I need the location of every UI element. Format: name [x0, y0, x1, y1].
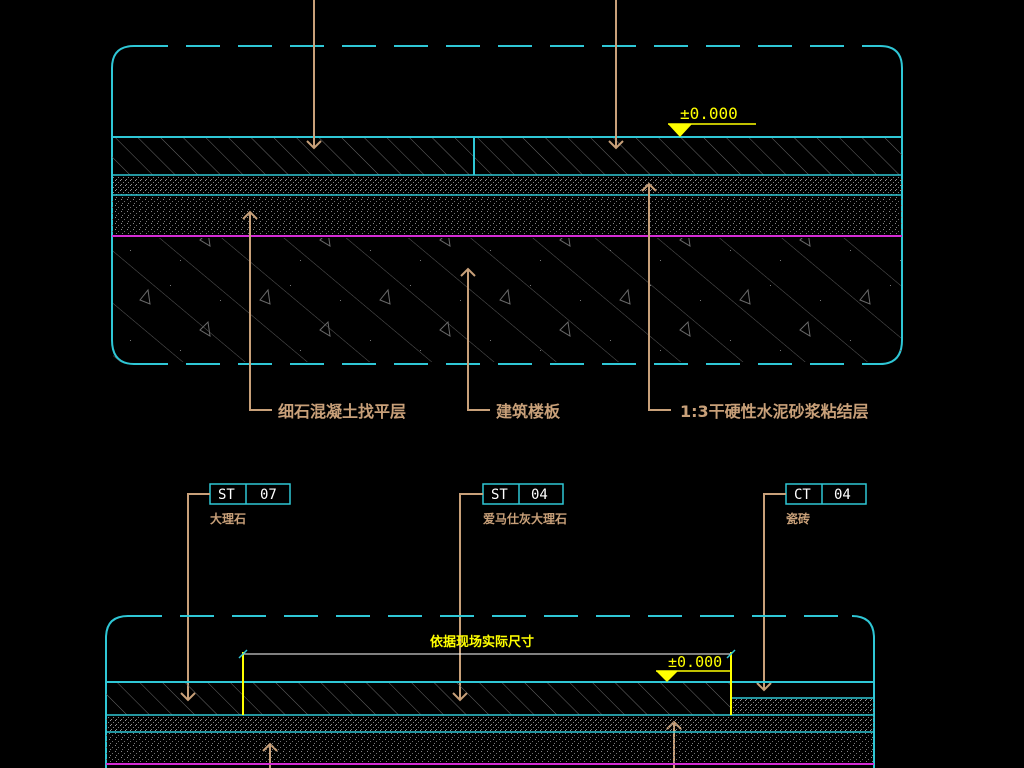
tag-desc: 大理石	[210, 511, 246, 526]
screed-layer	[112, 196, 902, 235]
tag-num: 04	[531, 487, 548, 503]
tag-code: ST	[491, 487, 508, 503]
tag-st04: ST 04 爱马仕灰大理石	[482, 483, 567, 526]
label-slab: 建筑楼板	[496, 402, 561, 421]
tag-code: CT	[794, 487, 811, 503]
section-1: ±0.000 细石混凝土找平层 建筑楼板 1:3干硬性水泥砂浆粘结层	[111, 0, 903, 421]
tag-desc: 瓷砖	[786, 511, 810, 526]
section-2-outline	[105, 615, 875, 768]
section-1-outline	[111, 45, 903, 365]
label-mortar: 1:3干硬性水泥砂浆粘结层	[680, 402, 869, 421]
stone-layer	[112, 137, 902, 175]
label-screed: 细石混凝土找平层	[278, 402, 406, 421]
tag-ct04: CT 04 瓷砖	[785, 483, 867, 526]
tag-desc: 爱马仕灰大理石	[483, 511, 567, 526]
dimension-note: 依据现场实际尺寸	[430, 634, 534, 650]
mortar-layer	[112, 176, 902, 195]
section-2: ST 07 大理石 ST 04 爱马仕灰大理石 CT 04 瓷砖	[105, 483, 875, 768]
level-text-1: ±0.000	[680, 104, 738, 123]
tag-num: 07	[260, 487, 277, 503]
tile-layer	[732, 698, 874, 715]
level-text-2: ±0.000	[668, 653, 722, 671]
tag-code: ST	[218, 487, 235, 503]
tag-st07: ST 07 大理石	[209, 483, 291, 526]
tag-num: 04	[834, 487, 851, 503]
level-marker-2: ±0.000	[656, 653, 732, 682]
dimension-line: 依据现场实际尺寸	[238, 634, 736, 659]
level-marker-1: ±0.000	[668, 104, 756, 137]
section-1-leaders	[242, 182, 671, 411]
